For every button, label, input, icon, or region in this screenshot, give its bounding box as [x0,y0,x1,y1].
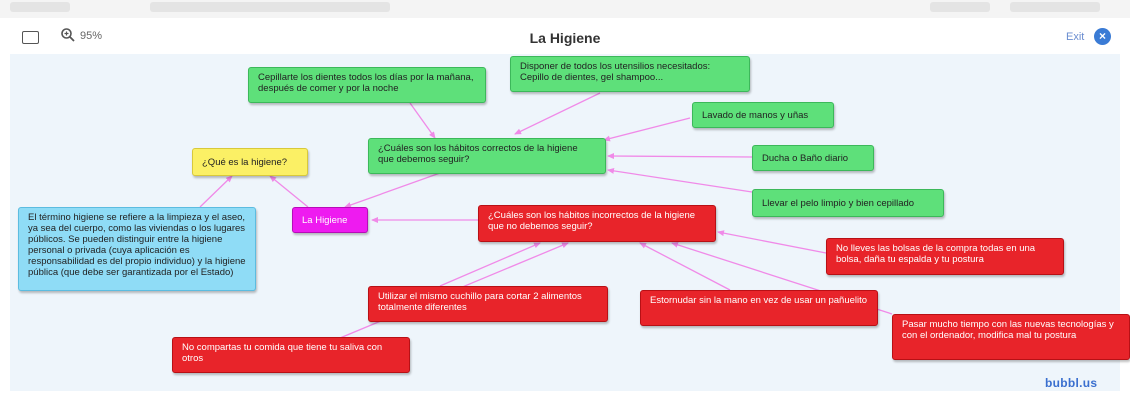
node-que-es-higiene[interactable]: ¿Qué es la higiene? [192,148,308,176]
app-header: 95% La Higiene Exit × [0,18,1130,54]
brand-logo: bubbl.us [1045,376,1098,390]
node-habitos-correctos[interactable]: ¿Cuáles son los hábitos correctos de la … [368,138,606,174]
browser-address-ghost [150,2,390,12]
exit-button[interactable]: Exit [1066,31,1085,43]
link-ducha-to-habitos [607,153,753,160]
link-bolsas-to-incorrectos [717,230,827,254]
link-cuchillo-to-incorrectos [439,242,541,287]
browser-menu-ghost [1010,2,1100,12]
node-comida[interactable]: No compartas tu comida que tiene tu sali… [172,337,410,373]
page-title: La Higiene [529,30,601,46]
node-central[interactable]: La Higiene [292,207,368,233]
node-pasar-tiempo[interactable]: Pasar mucho tiempo con las nuevas tecnol… [892,314,1130,360]
browser-actions-ghost [930,2,990,12]
node-pelo[interactable]: Llevar el pelo limpio y bien cepillado [752,189,944,217]
link-pelo-to-habitos [607,167,753,193]
link-estornudar-to-incorrectos [639,242,731,291]
browser-nav-ghost [10,2,70,12]
node-definicion[interactable]: El término higiene se refiere a la limpi… [18,207,256,291]
link-definicion-to-queEs [199,175,233,208]
node-utensilios[interactable]: Disponer de todos los utensilios necesit… [510,56,750,92]
link-dientes-to-habitos [409,102,436,139]
node-ducha[interactable]: Ducha o Baño diario [752,145,874,171]
close-icon[interactable]: × [1094,28,1111,45]
node-bolsas[interactable]: No lleves las bolsas de la compra todas … [826,238,1064,275]
node-habitos-incorrectos[interactable]: ¿Cuáles son los hábitos incorrectos de l… [478,205,716,242]
node-estornudar[interactable]: Estornudar sin la mano en vez de usar un… [640,290,878,326]
link-manos-to-habitos [603,117,691,142]
node-dientes[interactable]: Cepillarte los dientes todos los días po… [248,67,486,103]
link-central-to-queEs [269,175,309,208]
node-cuchillo[interactable]: Utilizar el mismo cuchillo para cortar 2… [368,286,608,322]
fit-screen-icon[interactable] [22,31,39,44]
node-manos[interactable]: Lavado de manos y uñas [692,102,834,128]
link-habitos-to-central [344,172,441,208]
link-utensilios-to-habitos [514,92,601,135]
zoom-icon[interactable] [60,27,76,43]
zoom-level: 95% [80,30,103,42]
